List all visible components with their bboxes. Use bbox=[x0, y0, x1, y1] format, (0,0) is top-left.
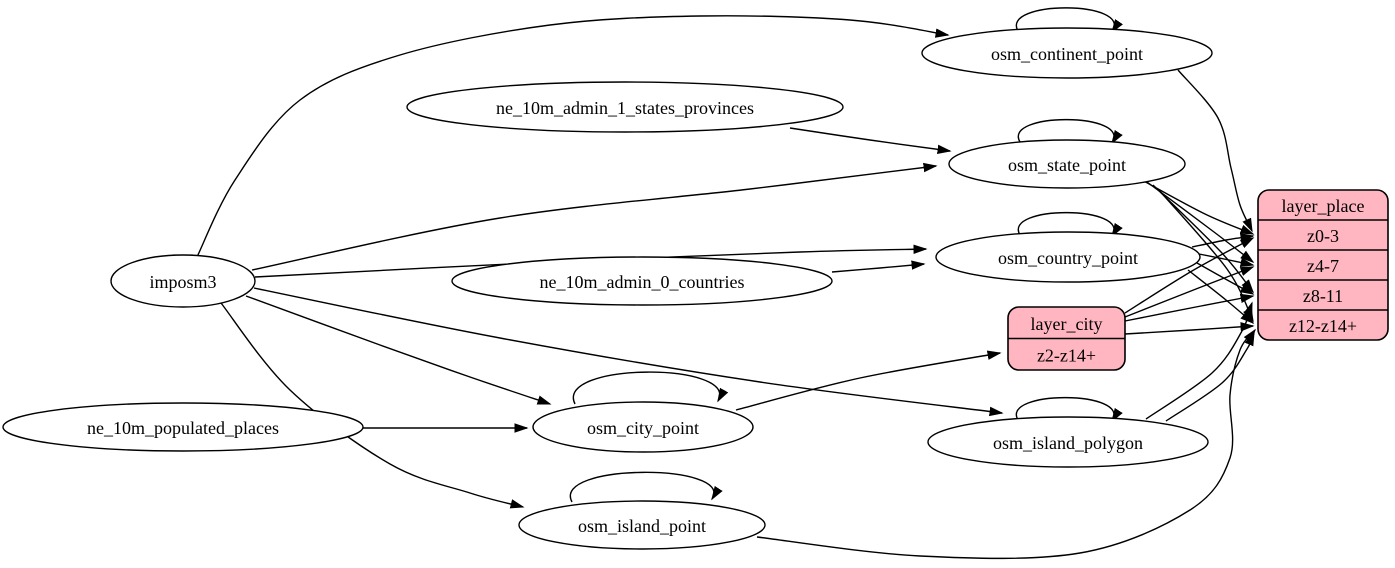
osm_island_polygon-shape bbox=[927, 416, 1209, 468]
osm_city_point: osm_city_point bbox=[532, 401, 754, 453]
edge-osm_continent_point-to-layer_place-z0-3 bbox=[1177, 69, 1252, 231]
edge-layer_city-to-layer_place-z12-z14+ bbox=[1124, 326, 1253, 335]
ne_10m_admin_0_countries: ne_10m_admin_0_countries bbox=[451, 256, 833, 306]
ne_10m_admin_0_countries-shape bbox=[451, 256, 833, 306]
edge-osm_city_point-to-osm_city_point bbox=[572, 371, 719, 405]
edge-ne_10m_admin_0_countries-to-osm_country_point bbox=[831, 264, 924, 273]
osm_city_point-shape bbox=[532, 401, 754, 453]
edge-osm_island_polygon-to-osm_island_polygon bbox=[1015, 397, 1114, 421]
layer_city: layer_city z2-z14+ bbox=[1007, 306, 1126, 371]
osm_island_polygon-label: osm_island_polygon bbox=[993, 433, 1143, 453]
edge-layer_city-to-layer_place-z0-3 bbox=[1124, 238, 1253, 314]
edge-ne_10m_admin_1_states_provinces-to-osm_state_point bbox=[789, 127, 950, 151]
edge-layer_city-to-layer_place-z8-11 bbox=[1124, 296, 1253, 322]
osm_island_point: osm_island_point bbox=[518, 500, 766, 550]
edge-osm_island_polygon-to-layer_place-z8-11 bbox=[1145, 303, 1253, 420]
edge-osm_continent_point-to-osm_continent_point bbox=[1015, 7, 1114, 32]
layer_place-row-z8-11: z8-11 bbox=[1303, 286, 1343, 306]
osm_island_point-label: osm_island_point bbox=[578, 516, 706, 536]
ne_10m_admin_1_states_provinces: ne_10m_admin_1_states_provinces bbox=[406, 81, 844, 133]
edge-osm_country_point-to-layer_place-z8-11 bbox=[1196, 262, 1253, 294]
edge-layer_city-to-layer_place-z4-7 bbox=[1124, 266, 1253, 318]
layer_city-row-z2-z14+: z2-z14+ bbox=[1037, 345, 1096, 365]
osm_state_point-shape bbox=[948, 139, 1186, 189]
edge-osm_country_point-to-layer_place-z4-7 bbox=[1198, 253, 1253, 265]
layer_place-row-layer_place: layer_place bbox=[1282, 196, 1365, 216]
ne_10m_populated_places-label: ne_10m_populated_places bbox=[87, 418, 279, 438]
edge-osm_island_point-to-layer_place-z12-z14+ bbox=[756, 330, 1255, 560]
osm_continent_point: osm_continent_point bbox=[921, 27, 1213, 79]
edge-imposm3-to-osm_island_polygon bbox=[253, 287, 1002, 413]
edge-osm_country_point-to-layer_place-z0-3 bbox=[1191, 236, 1253, 248]
imposm3: imposm3 bbox=[110, 254, 256, 308]
osm_country_point-shape bbox=[935, 231, 1201, 283]
osm_city_point-label: osm_city_point bbox=[587, 418, 699, 438]
osm_state_point-label: osm_state_point bbox=[1008, 155, 1126, 175]
osm_country_point-label: osm_country_point bbox=[998, 248, 1138, 268]
osm_state_point: osm_state_point bbox=[948, 139, 1186, 189]
layer_city-row-layer_city: layer_city bbox=[1031, 314, 1103, 334]
osm_island_point-shape bbox=[518, 500, 766, 550]
edge-imposm3-to-osm_continent_point bbox=[196, 15, 948, 258]
edge-osm_city_point-to-layer_city-z2-z14+ bbox=[735, 353, 1000, 411]
ne_10m_admin_1_states_provinces-label: ne_10m_admin_1_states_provinces bbox=[496, 98, 754, 118]
layer_place-row-z4-7: z4-7 bbox=[1307, 256, 1339, 276]
layer_place-row-z12-z14+: z12-z14+ bbox=[1289, 316, 1357, 336]
edge-osm_country_point-to-osm_country_point bbox=[1017, 212, 1114, 236]
edge-osm_island_point-to-osm_island_point bbox=[569, 471, 714, 503]
osm_country_point: osm_country_point bbox=[935, 231, 1201, 283]
imposm3-shape bbox=[110, 254, 256, 308]
edge-imposm3-to-osm_state_point bbox=[251, 166, 936, 271]
edge-imposm3-to-osm_city_point bbox=[245, 295, 550, 405]
imposm3-label: imposm3 bbox=[149, 272, 216, 292]
ne_10m_admin_0_countries-label: ne_10m_admin_0_countries bbox=[540, 272, 745, 292]
edge-osm_state_point-to-osm_state_point bbox=[1017, 119, 1114, 143]
edge-imposm3-to-osm_island_point bbox=[220, 302, 523, 507]
ne_10m_populated_places: ne_10m_populated_places bbox=[2, 402, 364, 452]
ne_10m_admin_1_states_provinces-shape bbox=[406, 81, 844, 133]
ne_10m_populated_places-shape bbox=[2, 402, 364, 452]
osm_continent_point-shape bbox=[921, 27, 1213, 79]
edge-osm_island_polygon-to-layer_place-z12-z14+ bbox=[1165, 333, 1255, 422]
osm_island_polygon: osm_island_polygon bbox=[927, 416, 1209, 468]
layer_place-shape bbox=[1257, 189, 1389, 341]
layer_place-row-z0-3: z0-3 bbox=[1307, 226, 1339, 246]
layer_place: layer_place z0-3 z4-7 z8-11 z12-z14+ bbox=[1257, 189, 1389, 341]
osm_continent_point-label: osm_continent_point bbox=[991, 44, 1143, 64]
